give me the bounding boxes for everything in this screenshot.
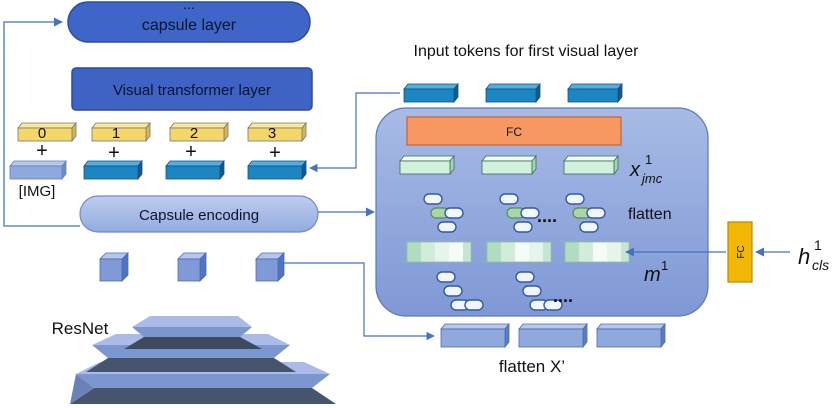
index-token-2: 2 bbox=[169, 121, 229, 143]
visual-transformer-layer-box: Visual transformer layer bbox=[71, 67, 313, 111]
capsule-dots-low: .... bbox=[553, 286, 573, 306]
capsule-group-bottom-1 bbox=[436, 271, 484, 311]
plus-signs: + + + + bbox=[36, 140, 281, 164]
capsule-group-top-3 bbox=[565, 193, 606, 233]
h-cls-symbol: h 1 cls bbox=[798, 237, 829, 273]
resnet-pyramid bbox=[70, 316, 336, 404]
visual-transformer-layer-label: Visual transformer layer bbox=[113, 82, 271, 99]
capsule-encoding-box: Capsule encoding bbox=[79, 195, 319, 233]
resnet-label: ResNet bbox=[52, 319, 109, 338]
input-token-3 bbox=[567, 82, 623, 104]
ellipsis-top: ... bbox=[183, 0, 195, 12]
index-tokens: 0 1 2 3 bbox=[17, 121, 307, 143]
svg-text:1: 1 bbox=[645, 152, 652, 167]
svg-text:1: 1 bbox=[661, 258, 668, 273]
capsule-group-top-2 bbox=[499, 193, 540, 233]
flatten-x-label: flatten X’ bbox=[499, 357, 565, 376]
first-visual-layer-panel bbox=[375, 107, 709, 317]
plus-2: + bbox=[185, 141, 197, 163]
input-tokens-title: Input tokens for first visual layer bbox=[414, 43, 640, 60]
index-token-1: 1 bbox=[91, 121, 151, 143]
index-token-0: 0 bbox=[17, 121, 77, 143]
flatten-x-token-2 bbox=[518, 322, 588, 349]
mint-token-1 bbox=[399, 154, 455, 176]
feedback-arrow bbox=[3, 17, 80, 227]
capsule-group-bottom-2 bbox=[515, 271, 563, 311]
svg-text:cls: cls bbox=[812, 257, 829, 273]
flatten-strip-1 bbox=[406, 241, 472, 263]
capsule-layer-box: ... capsule layer bbox=[67, 0, 311, 43]
img-token-label: [IMG] bbox=[19, 183, 56, 200]
capsule-encoding-label: Capsule encoding bbox=[139, 207, 259, 224]
fc-main-box: FC bbox=[406, 116, 622, 146]
input-token-2 bbox=[485, 82, 541, 104]
plus-3: + bbox=[269, 142, 281, 164]
svg-text:1: 1 bbox=[112, 125, 120, 142]
svg-text:3: 3 bbox=[268, 125, 276, 142]
plus-0: + bbox=[36, 140, 48, 162]
img-token bbox=[9, 159, 67, 181]
svg-text:1: 1 bbox=[814, 237, 822, 253]
input-tokens-arrow bbox=[309, 92, 400, 173]
feature-cubes bbox=[99, 252, 285, 282]
svg-text:x: x bbox=[629, 159, 641, 181]
input-token-1 bbox=[403, 82, 459, 104]
svg-text:jmc: jmc bbox=[640, 171, 663, 186]
svg-text:h: h bbox=[798, 244, 810, 269]
mint-token-3 bbox=[563, 154, 619, 176]
x-jmc-symbol: x 1 jmc bbox=[629, 152, 663, 186]
svg-text:0: 0 bbox=[38, 125, 46, 142]
svg-text:2: 2 bbox=[190, 125, 198, 142]
mint-token-2 bbox=[481, 154, 537, 176]
cubes-to-flatten-arrow bbox=[284, 262, 435, 341]
feature-cube-2 bbox=[177, 252, 207, 282]
m-symbol: m 1 bbox=[644, 258, 668, 286]
teal-token-2 bbox=[165, 159, 225, 181]
flatten-x-token-3 bbox=[596, 322, 666, 349]
capsule-dots-mid: .... bbox=[537, 206, 557, 226]
plus-1: + bbox=[108, 142, 120, 164]
svg-text:m: m bbox=[644, 264, 661, 286]
flatten-x-token-1 bbox=[440, 322, 510, 349]
index-token-3: 3 bbox=[247, 121, 307, 143]
teal-token-1 bbox=[83, 159, 143, 181]
flatten-strip-2 bbox=[486, 241, 552, 263]
fc-side-label: FC bbox=[736, 245, 747, 258]
fc-side-box: FC bbox=[727, 221, 753, 283]
flatten-strip-3 bbox=[564, 241, 630, 263]
flatten-label-inner: flatten bbox=[628, 206, 672, 223]
fc-main-label: FC bbox=[506, 125, 522, 139]
teal-token-3 bbox=[247, 159, 307, 181]
feature-cube-3 bbox=[255, 252, 285, 282]
capsule-layer-label: capsule layer bbox=[142, 17, 237, 34]
feature-cube-1 bbox=[99, 252, 129, 282]
capsule-group-top-1 bbox=[423, 193, 464, 233]
mint-tokens bbox=[399, 154, 619, 176]
